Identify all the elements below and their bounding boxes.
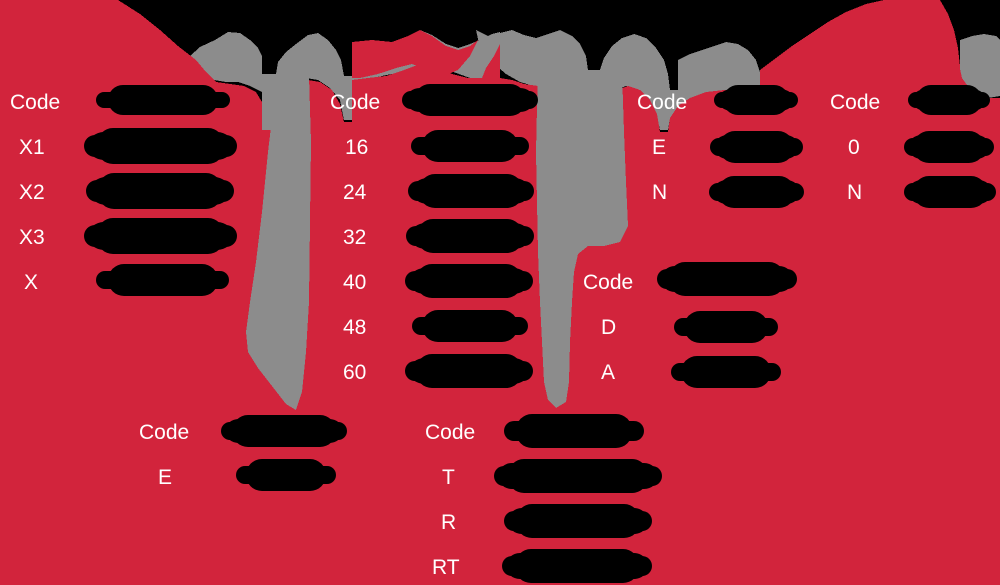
column-1-header-label: Code bbox=[10, 91, 61, 114]
redaction-blob bbox=[221, 415, 347, 447]
redaction-blob bbox=[494, 459, 662, 493]
redaction-blob bbox=[84, 128, 237, 164]
column-4-header-label: Code bbox=[830, 91, 881, 114]
redaction-blob bbox=[411, 130, 529, 162]
redaction-blob bbox=[406, 219, 534, 253]
row-label-x1: X1 bbox=[19, 136, 45, 159]
row-label-d: D bbox=[601, 316, 617, 339]
redaction-blob bbox=[674, 311, 778, 343]
redaction-blob bbox=[405, 354, 533, 388]
redaction-blob bbox=[236, 459, 336, 491]
row-label-t: T bbox=[442, 466, 455, 489]
redaction-blob bbox=[657, 262, 797, 296]
row-label-x: X bbox=[24, 271, 39, 294]
redaction-blob bbox=[904, 176, 996, 208]
row-label-0: 0 bbox=[848, 136, 860, 159]
column-6-header-label: Code bbox=[139, 421, 190, 444]
row-label-e-2: E bbox=[158, 466, 173, 489]
row-label-r: R bbox=[441, 511, 457, 534]
redaction-blob bbox=[504, 414, 644, 448]
row-label-e: E bbox=[652, 136, 667, 159]
redaction-blob bbox=[405, 264, 533, 298]
redaction-blob bbox=[504, 504, 652, 538]
row-label-60: 60 bbox=[343, 361, 367, 384]
column-2-header-label: Code bbox=[330, 91, 381, 114]
redaction-blob bbox=[86, 173, 234, 209]
redaction-blob bbox=[904, 131, 994, 163]
redaction-blob bbox=[96, 264, 229, 296]
redaction-blob bbox=[710, 131, 803, 163]
row-label-24: 24 bbox=[343, 181, 367, 204]
redaction-blob bbox=[402, 84, 538, 116]
row-label-32: 32 bbox=[343, 226, 367, 249]
row-label-40: 40 bbox=[343, 271, 367, 294]
row-label-16: 16 bbox=[345, 136, 369, 159]
column-5-header-label: Code bbox=[583, 271, 634, 294]
column-7-header-label: Code bbox=[425, 421, 476, 444]
row-label-rt: RT bbox=[432, 556, 460, 579]
row-label-48: 48 bbox=[343, 316, 367, 339]
row-label-x2: X2 bbox=[19, 181, 45, 204]
row-label-n: N bbox=[652, 181, 668, 204]
redaction-blob bbox=[502, 549, 652, 583]
redaction-blob bbox=[84, 218, 237, 254]
redaction-blob bbox=[412, 310, 528, 342]
row-label-n-2: N bbox=[847, 181, 863, 204]
redaction-blob bbox=[96, 85, 230, 115]
row-label-a: A bbox=[601, 361, 616, 384]
redaction-blob bbox=[908, 85, 990, 115]
row-label-x3: X3 bbox=[19, 226, 45, 249]
redaction-blob bbox=[408, 174, 534, 208]
redaction-blob bbox=[714, 85, 798, 115]
redaction-blob bbox=[671, 356, 781, 388]
redaction-blob bbox=[709, 176, 804, 208]
column-3-header-label: Code bbox=[637, 91, 688, 114]
